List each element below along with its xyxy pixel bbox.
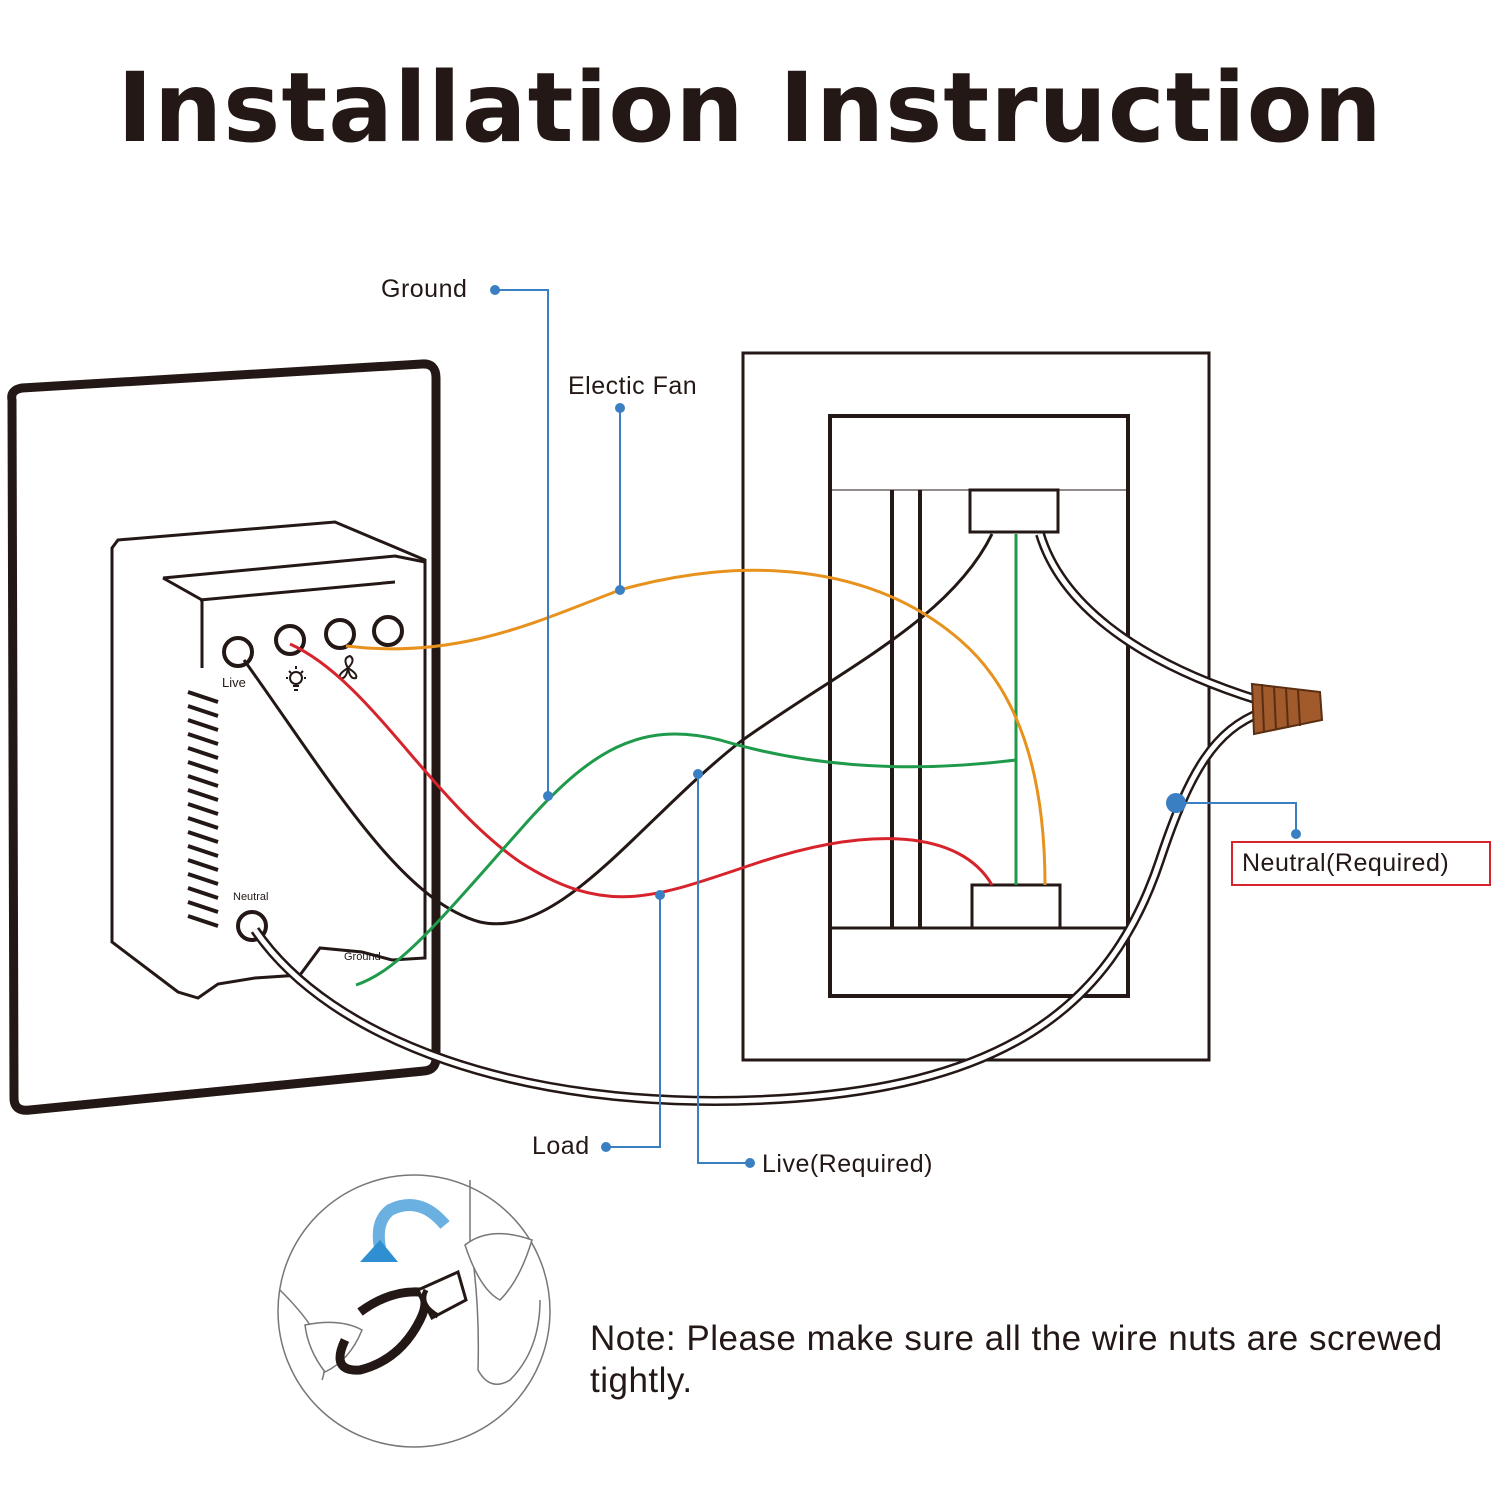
terminal-live xyxy=(222,636,254,668)
device-neutral-label: Neutral xyxy=(233,891,268,903)
callout-dots xyxy=(490,285,1301,1168)
terminal-spare xyxy=(372,615,404,647)
fan-wire xyxy=(345,568,1047,886)
rotate-arrow-icon xyxy=(372,1199,450,1250)
rotate-arrowhead-icon xyxy=(360,1240,398,1262)
wire-nut-illustration xyxy=(277,1174,551,1448)
ground-wire xyxy=(355,732,1017,987)
box-top-terminal xyxy=(968,488,1060,534)
terminal-fan xyxy=(324,618,356,650)
label-electric-fan: Electic Fan xyxy=(568,372,697,400)
label-neutral-required: Neutral(Required) xyxy=(1242,849,1449,877)
live-wire xyxy=(242,533,994,926)
neutral-branch-core xyxy=(1037,533,1259,703)
wire-nut xyxy=(1250,682,1324,736)
switch-ribs xyxy=(187,690,219,928)
switch-side-edge xyxy=(199,580,396,602)
page-title: Installation Instruction xyxy=(117,52,1383,164)
label-live-required: Live(Required) xyxy=(762,1150,933,1178)
neutral-highlight-box xyxy=(1231,841,1491,886)
load-wire xyxy=(289,642,994,899)
light-bulb-icon xyxy=(286,666,306,691)
note-text: Note: Please make sure all the wire nuts… xyxy=(590,1319,1443,1400)
device-live-label: Live xyxy=(222,675,246,690)
label-load: Load xyxy=(532,1132,590,1160)
device-ground-label: Ground xyxy=(344,951,381,963)
box-bottom-terminal xyxy=(970,883,1062,930)
callout-leaders xyxy=(495,289,1297,1164)
label-ground: Ground xyxy=(381,275,467,303)
